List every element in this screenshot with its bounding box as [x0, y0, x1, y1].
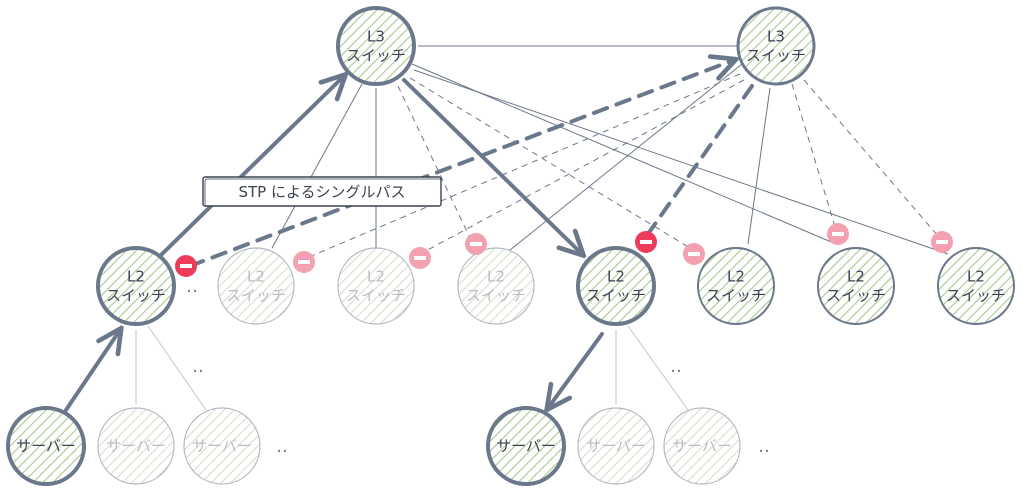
stp-path: [64, 60, 754, 412]
ellipsis-under-l2-1: ‥: [192, 356, 206, 377]
ellipsis-server-row-a: ‥: [276, 436, 290, 457]
server-b2-circle: [577, 407, 655, 485]
ellipsis-server-row-b: ‥: [758, 436, 772, 457]
block-marker-l2-5: [635, 231, 657, 253]
server-b3: サーバー: [663, 407, 741, 485]
ellipsis-l2-row: ‥: [186, 276, 200, 297]
stp-arrow-server-to-l2: [64, 330, 120, 412]
link-l3a-l2-2: [271, 83, 363, 249]
block-marker-l2-1: [175, 255, 197, 277]
server-links: [135, 325, 689, 411]
link-l2-5-srv-b3: [627, 325, 689, 411]
block-marker-l2-7: [827, 223, 849, 245]
server-a2-circle: [97, 407, 175, 485]
links-layer: [271, 45, 949, 259]
server-a3-circle: [183, 407, 261, 485]
stp-label-box-sketch: [204, 178, 442, 207]
l2-switch-7-circle: [817, 247, 895, 325]
server-b3-circle: [663, 407, 741, 485]
stp-label: STP によるシングルパス: [202, 176, 442, 207]
l3-switch-left-circle: [336, 6, 416, 86]
stp-arrow-l3-to-l2: [402, 78, 582, 254]
blocked-link-l3b-l2-8: [803, 79, 939, 237]
server-a3-label: サーバー: [192, 437, 252, 455]
link-l3b-l2-4: [499, 63, 743, 259]
no-entry-bar: [470, 242, 482, 246]
server-b1-label: サーバー: [496, 437, 556, 455]
ellipses: ‥ ‥ ‥ ‥ ‥: [186, 276, 772, 457]
l2-switch-5-circle: [576, 246, 656, 326]
block-marker-l2-4: [465, 233, 487, 255]
l2-switch-4-circle: [457, 247, 535, 325]
block-marker-l2-2: [293, 251, 315, 273]
stp-label-text: STP によるシングルパス: [238, 183, 405, 201]
link-l3b-l2-6: [747, 87, 771, 245]
server-b3-label: サーバー: [672, 437, 732, 455]
no-entry-bar: [414, 256, 426, 260]
l2-switch-6-circle: [697, 247, 775, 325]
server-b2-label: サーバー: [586, 437, 646, 455]
server-b2: サーバー: [577, 407, 655, 485]
stp-arrow-l2-to-l3: [158, 76, 344, 258]
l2-switch-3-circle: [337, 247, 415, 325]
server-b1-circle: [486, 406, 566, 486]
stp-blocked-l3b-to-l2-5: [646, 84, 754, 236]
link-l3a-l2-8: [413, 69, 949, 255]
no-entry-bar: [298, 260, 310, 264]
stp-blocked-l2-1-to-l3b: [188, 60, 734, 268]
server-a1-label: サーバー: [16, 437, 76, 455]
block-marker-l2-3: [409, 247, 431, 269]
server-a2-label: サーバー: [106, 437, 166, 455]
ellipsis-under-l2-5: ‥: [670, 356, 684, 377]
blocked-links-layer: [301, 73, 939, 261]
l2-switch-8-circle: [937, 247, 1015, 325]
no-entry-bar: [640, 240, 652, 244]
no-entry-bar: [180, 264, 192, 268]
server-b1: サーバー: [486, 406, 566, 486]
server-a1-circle: [6, 406, 86, 486]
link-l2-1-srv-a3: [147, 325, 207, 411]
blocked-link-l3b-l2-7: [791, 83, 837, 231]
l2-switch-1-circle: [96, 246, 176, 326]
server-a2: サーバー: [97, 407, 175, 485]
block-marker-l2-8: [931, 231, 953, 253]
server-a1: サーバー: [6, 406, 86, 486]
server-a3: サーバー: [183, 407, 261, 485]
l2-switch-2-circle: [217, 247, 295, 325]
no-entry-bar: [688, 252, 700, 256]
no-entry-bar: [936, 240, 948, 244]
l3-switch-right-circle: [736, 6, 816, 86]
blocked-link-l3b-l2-2: [301, 73, 741, 261]
block-marker-l2-6: [683, 243, 705, 265]
no-entry-bar: [832, 232, 844, 236]
stp-arrow-l2-to-server: [548, 332, 604, 408]
